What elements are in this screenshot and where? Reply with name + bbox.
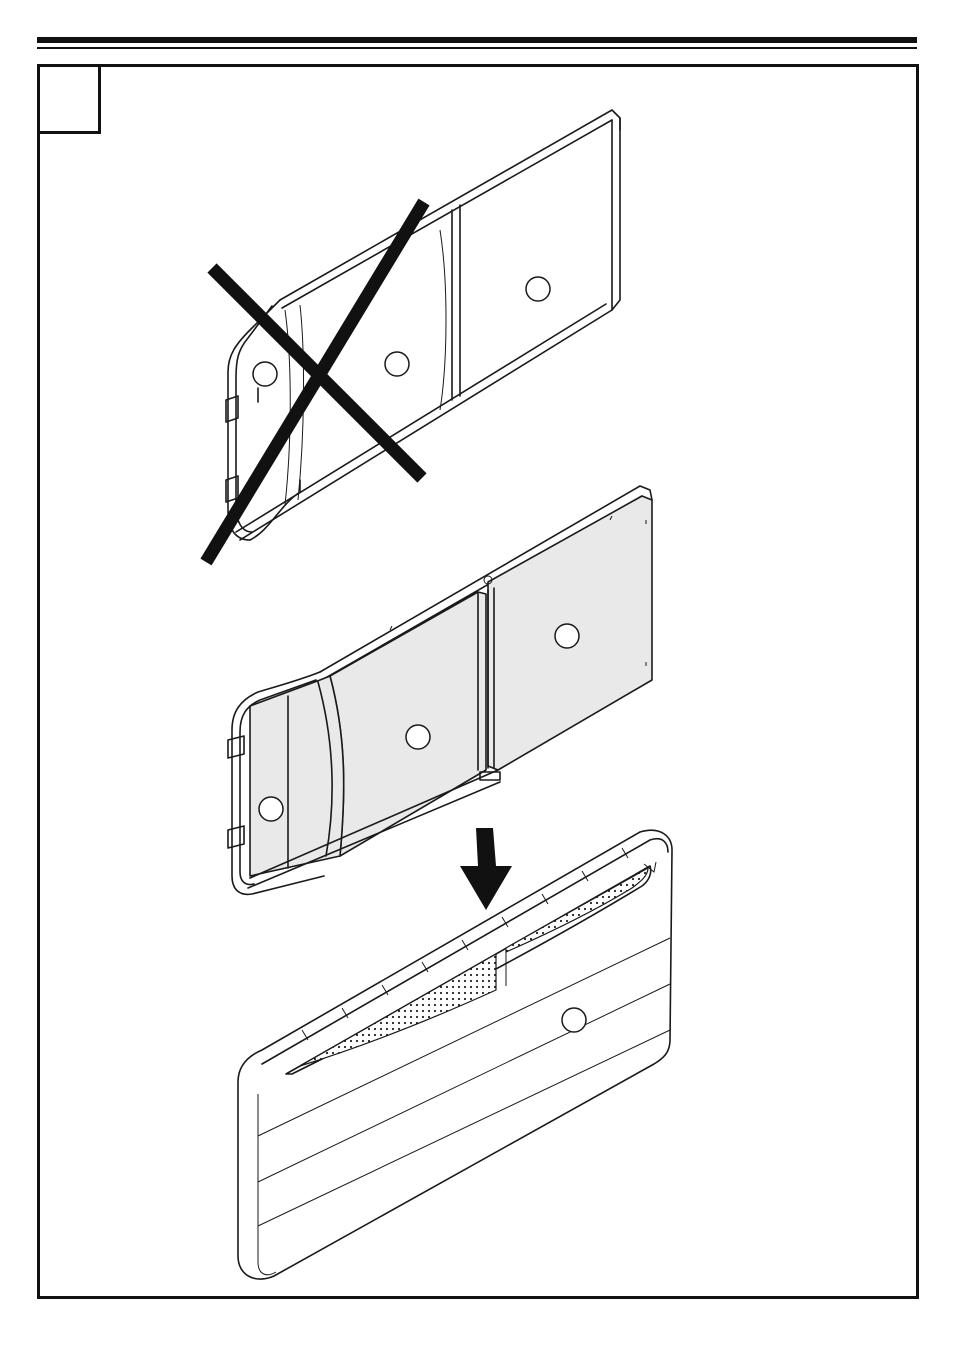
callouts-wrong-orientation [252, 276, 551, 387]
callout-2b [405, 724, 431, 750]
instruction-frame [37, 64, 919, 1299]
frame-correct-orientation [227, 485, 653, 896]
table-top [237, 829, 673, 1280]
header-rule-thick [37, 37, 917, 43]
callouts-table-top [561, 1007, 587, 1033]
callout-2a [554, 623, 580, 649]
callout-1c [252, 361, 278, 387]
callouts-correct-orientation [258, 623, 580, 822]
callout-1a [525, 276, 551, 302]
callout-2c [258, 796, 284, 822]
callout-1b [384, 351, 410, 377]
down-arrow-icon [460, 828, 512, 910]
cross-mark [200, 198, 430, 566]
frame-wrong-orientation [225, 109, 621, 541]
callout-3a [561, 1007, 587, 1033]
step-number-box [37, 64, 101, 134]
header-rule-thin [37, 47, 917, 49]
